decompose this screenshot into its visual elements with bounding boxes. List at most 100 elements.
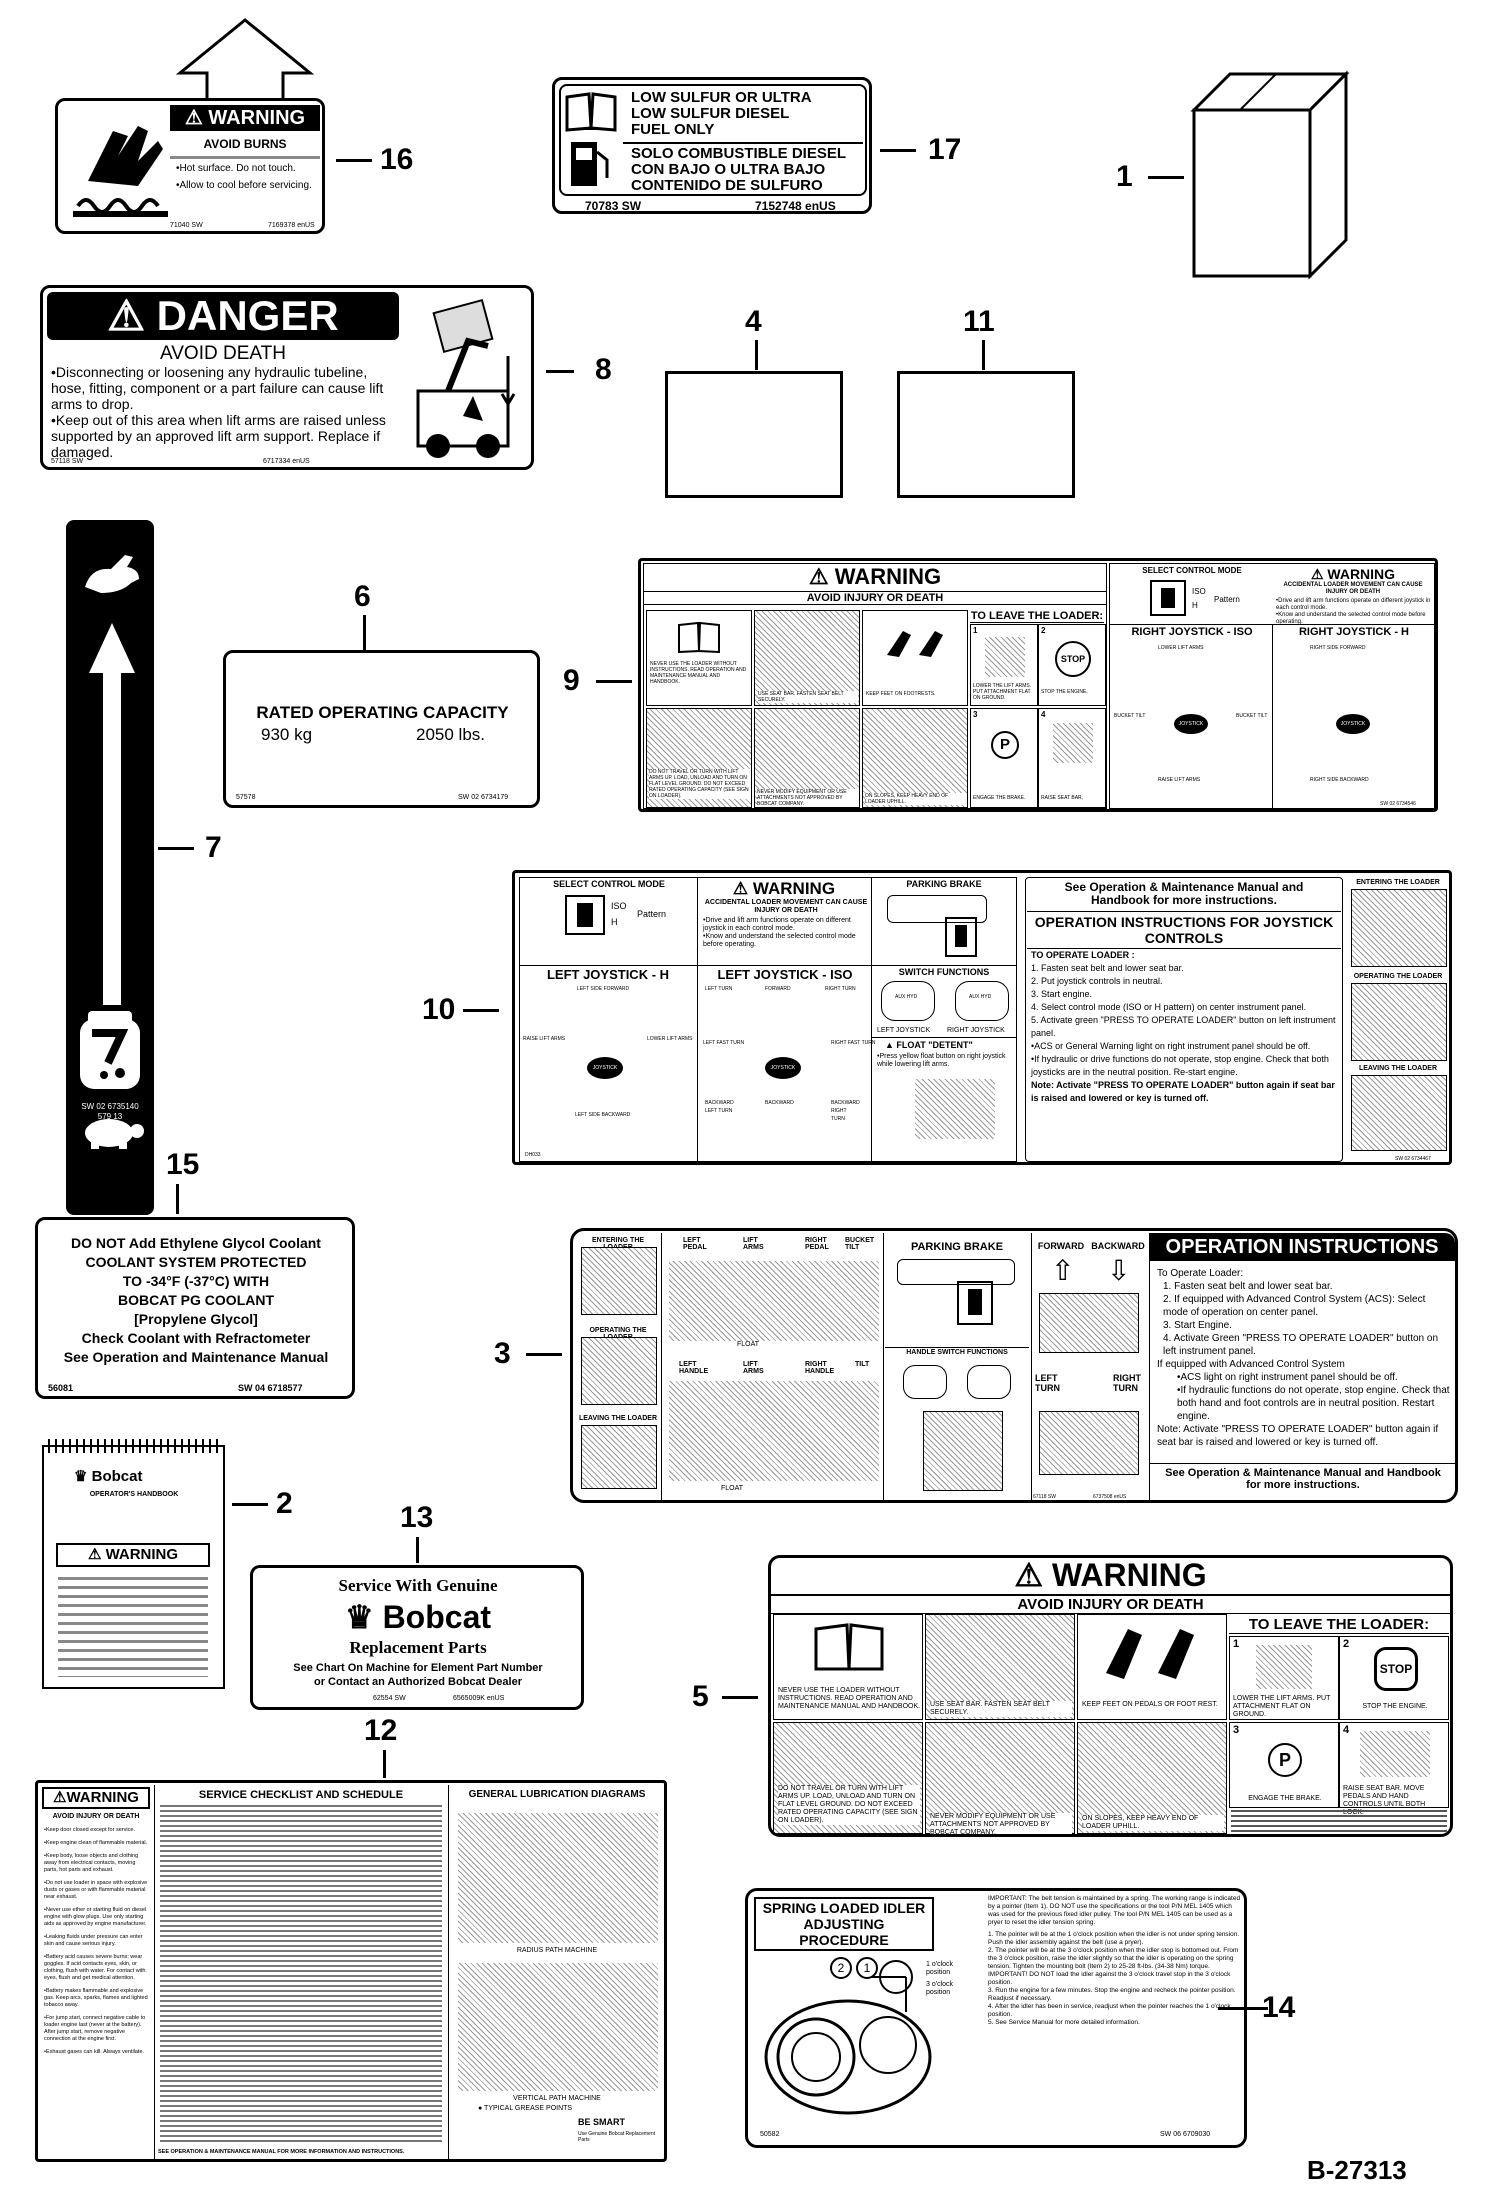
decal-3-hand-foot-controls: ENTERING THE LOADER OPERATING THE LOADER…: [570, 1228, 1458, 1503]
handle-switch-left: [903, 1365, 947, 1399]
forward-label: FORWARD: [765, 986, 791, 992]
bullet: Keep door closed except for service.: [44, 1827, 150, 1834]
note: Note: Activate "PRESS TO OPERATE LOADER"…: [1031, 1080, 1335, 1103]
cell-manual: NEVER USE THE LOADER WITHOUT INSTRUCTION…: [646, 610, 752, 706]
op-steps: To Operate Loader: 1. Fasten seat belt a…: [1157, 1267, 1453, 1449]
step-number: 3: [1233, 1724, 1240, 1736]
raise-lift-label: RAISE LIFT ARMS: [1158, 777, 1201, 783]
to-operate: TO OPERATE LOADER :: [1031, 950, 1135, 960]
footrest-icon: [887, 631, 943, 657]
title-1: SPRING LOADED IDLER: [762, 1900, 926, 1916]
lturn-label: LEFT TURN: [705, 986, 733, 992]
code-left: 71040 SW: [170, 222, 203, 229]
parking-brake-panel: [887, 895, 987, 923]
step-2: 2. The pointer will be at the 3 o'clock …: [988, 1947, 1239, 1986]
en-line-1: LOW SULFUR OR ULTRA: [631, 89, 812, 106]
step-number: 1: [973, 626, 978, 635]
vertical-machine-diagram: [458, 1963, 658, 2091]
decal-9-warning-joystick: ⚠ WARNING AVOID INJURY OR DEATH NEVER US…: [638, 558, 1438, 812]
bullet-1: Drive and lift arm functions operate on …: [1276, 598, 1432, 612]
cell-text: NEVER USE THE LOADER WITHOUT INSTRUCTION…: [650, 661, 747, 685]
step-3: 3. Run the engine for a few minutes. Sto…: [988, 1987, 1236, 2002]
cell-text: NEVER USE THE LOADER WITHOUT INSTRUCTION…: [778, 1687, 921, 1710]
code-right: SW 02 6734179: [458, 794, 509, 801]
step-2: 2. If equipped with Advanced Control Sys…: [1163, 1294, 1426, 1318]
float-bullet: Press yellow float button on right joyst…: [877, 1053, 1013, 1069]
brand-logo: ♛ Bobcat: [74, 1468, 143, 1485]
h-label: H: [611, 917, 618, 927]
step-3: 3. Start engine.: [1031, 989, 1093, 999]
joystick-knob-2: JOYSTICK: [1336, 714, 1370, 734]
cell-modify: NEVER MODIFY EQUIPMENT OR USE ATTACHMENT…: [925, 1722, 1075, 1834]
leave-step-2: 2 STOP STOP THE ENGINE.: [1038, 624, 1106, 706]
lj-iso-label: LEFT JOYSTICK - ISO: [717, 967, 853, 982]
genuine-line: Service With Genuine: [338, 1576, 498, 1595]
sub-title: AVOID DEATH: [160, 343, 286, 364]
three-oclock-label: 3 o'clock position: [926, 1981, 954, 1996]
warn2-text: ACCIDENTAL LOADER MOVEMENT CAN CAUSE INJ…: [1283, 582, 1423, 595]
lower-lift-label: LOWER LIFT ARMS: [1158, 645, 1204, 651]
lsf-label: LEFT SIDE FORWARD: [577, 986, 630, 992]
grease-label: ● TYPICAL GREASE POINTS: [478, 2105, 573, 2112]
capacity-kg: 930 kg: [261, 725, 313, 744]
left-handle-label: LEFT HANDLE: [679, 1361, 709, 1375]
cell-travel: DO NOT TRAVEL OR TURN WITH LIFT ARMS UP.…: [773, 1722, 923, 1834]
float-label-2: FLOAT: [721, 1485, 744, 1492]
cell-text: ON SLOPES, KEEP HEAVY END OF LOADER UPHI…: [1082, 1815, 1224, 1831]
en-line-2: LOW SULFUR DIESEL: [631, 105, 790, 122]
handle-switch-right: [967, 1365, 1011, 1399]
up-arrow-outline: [175, 18, 315, 108]
footer: SEE OPERATION & MAINTENANCE MANUAL FOR M…: [158, 2149, 405, 2155]
decal-7-codes: SW 02 6735140 579 13: [72, 1102, 148, 1122]
code-left: 57118 SW: [51, 458, 84, 465]
radius-machine-diagram: [458, 1813, 658, 1943]
leave-step-2: 2 STOP STOP THE ENGINE.: [1339, 1636, 1449, 1720]
be-smart-sub: Use Genuine Bobcat Replacement Parts: [578, 2131, 655, 2143]
operating-label: OPERATING THE LOADER: [1353, 973, 1443, 980]
sub-title: AVOID INJURY OR DEATH: [771, 1594, 1450, 1614]
blank-decal-4: [665, 371, 843, 498]
tilt-label: TILT: [855, 1361, 870, 1368]
bullet: Do not use loader in space with explosiv…: [44, 1880, 150, 1901]
decal-14-idler-procedure: SPRING LOADED IDLER ADJUSTING PROCEDURE …: [745, 1888, 1247, 2148]
book-icon: [814, 1623, 884, 1671]
warning-header: ⚠ WARNING: [732, 879, 836, 898]
cell-text: ENGAGE THE BRAKE.: [973, 795, 1026, 801]
lsb-label: LEFT SIDE BACKWARD: [575, 1112, 631, 1118]
parking-switch: [957, 1281, 993, 1325]
cell-slopes: ON SLOPES, KEEP HEAVY END OF LOADER UPHI…: [862, 708, 968, 808]
step-5: 5. See Service Manual for more detailed …: [988, 2019, 1140, 2026]
leave-step-1: 1 LOWER THE LIFT ARMS. PUT ATTACHMENT FL…: [1229, 1636, 1339, 1720]
callout-5: 5: [692, 1680, 709, 1713]
drive-levers-top: [1039, 1293, 1139, 1353]
rturn-label: RIGHT TURN: [825, 986, 856, 992]
cell-text: STOP THE ENGINE.: [1041, 689, 1088, 695]
cell-footrests: KEEP FEET ON FOOTRESTS.: [862, 610, 968, 706]
sub-title: AVOID INJURY OR DEATH: [52, 1813, 140, 1820]
es-line-3: CONTENIDO DE SULFURO: [631, 177, 823, 194]
cell-text: USE SEAT BAR. FASTEN SEAT BELT SECURELY.: [758, 691, 858, 703]
callout-15: 15: [166, 1148, 200, 1181]
bullet: Leaking fluids under pressure can enter …: [44, 1934, 150, 1948]
leaving-label: LEAVING THE LOADER: [1358, 1065, 1438, 1072]
bobcat-badge-icon: [80, 1011, 140, 1089]
cell-manual: NEVER USE THE LOADER WITHOUT INSTRUCTION…: [773, 1614, 923, 1720]
cell-text: ENGAGE THE BRAKE.: [1248, 1795, 1322, 1802]
blt-label: BACKWARD LEFT TURN: [705, 1100, 734, 1114]
cell-text: RAISE SEAT BAR.: [1041, 795, 1084, 801]
callout-3: 3: [494, 1337, 511, 1370]
radius-label: RADIUS PATH MACHINE: [516, 1947, 598, 1954]
stop-icon: STOP: [1055, 641, 1091, 677]
code-right: 6565009K enUS: [453, 1695, 505, 1702]
bullet: Battery makes flammable and explosive ga…: [44, 1988, 150, 2009]
leave-loader-label: TO LEAVE THE LOADER:: [970, 610, 1104, 623]
step-number: 2: [1041, 626, 1046, 635]
book-icon: [678, 621, 720, 653]
op-title: OPERATION INSTRUCTIONS: [1149, 1233, 1455, 1261]
backward-arrow-icon: ⇩: [1107, 1255, 1131, 1286]
decal-8-danger: ⚠ DANGER AVOID DEATH Disconnecting or lo…: [40, 285, 534, 470]
lower-label: LOWER LIFT ARMS: [647, 1036, 693, 1042]
checklist-body: [160, 1805, 442, 2143]
joystick-knob-1: JOYSTICK: [587, 1057, 623, 1079]
bullet: Battery acid causes severe burns; wear g…: [44, 1954, 150, 1982]
